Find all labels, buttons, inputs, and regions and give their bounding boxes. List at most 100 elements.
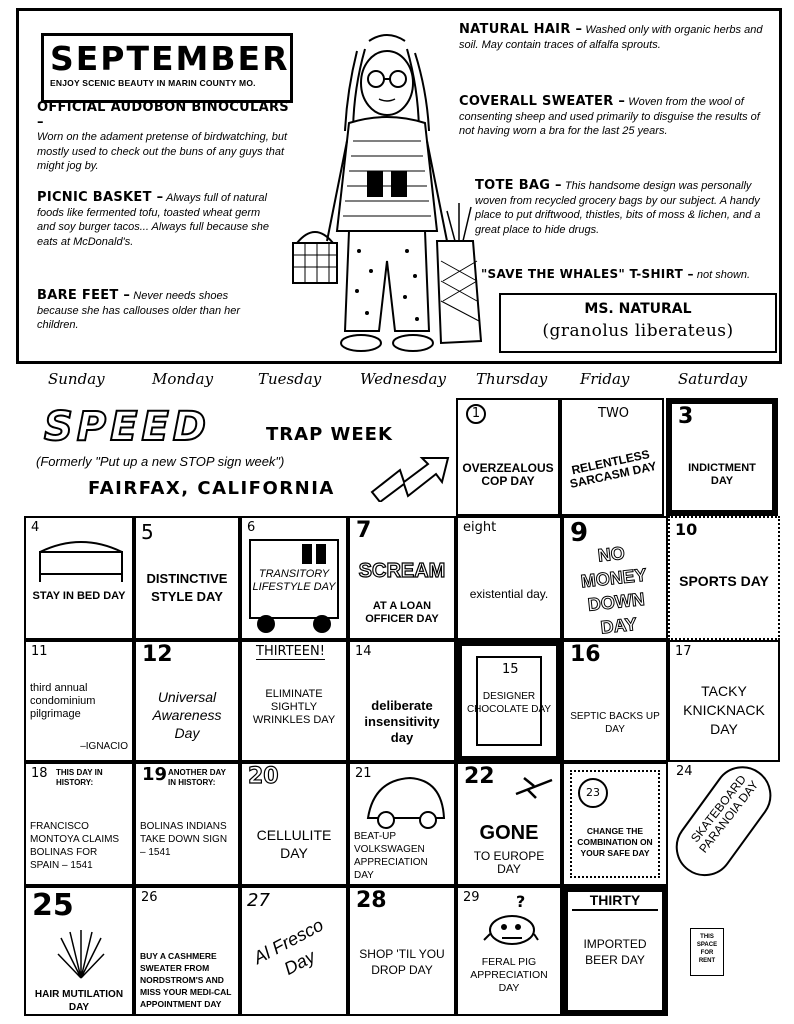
day-label: RELENTLESS SARCASM DAY [568,447,658,491]
day-cell-17[interactable]: 17 TACKY KNICKNACK DAY [668,640,780,762]
note-tote-heading: TOTE BAG – [475,178,562,193]
day-cell-5[interactable]: 5 DISTINCTIVE STYLE DAY [134,516,240,640]
day-label: FRANCISCO MONTOYA CLAIMS BOLINAS FOR SPA… [30,821,120,871]
day-cell-20[interactable]: 20 CELLULITE DAY [240,762,348,886]
day-history-note: THIS DAY IN HISTORY: [56,768,103,787]
day-cell-23[interactable]: 23 CHANGE THE COMBINATION ON YOUR SAFE D… [562,762,668,886]
day-cell-11[interactable]: 11 third annual condominium pilgrimage –… [24,640,134,762]
day-cell-28[interactable]: 28 SHOP 'TIL YOU DROP DAY [348,886,456,1016]
day-cell-26[interactable]: 26 BUY A CASHMERE SWEATER FROM NORDSTROM… [134,886,240,1016]
species-label: MS. NATURAL (granolus liberateus) [499,293,777,353]
skateboard-icon [675,766,772,877]
month-title: SEPTEMBER [50,39,290,78]
safe-door-frame [570,770,660,878]
bed-icon [39,541,123,582]
day-cell-15[interactable]: 15 DESIGNER CHOCOLATE DAY [456,640,562,762]
day-number: 7 [356,518,372,543]
day-cell-22[interactable]: 22 GONE TO EUROPE DAY [456,762,562,886]
day-number: 26 [141,890,158,905]
day-cell-7[interactable]: 7 SCREAM AT A LOAN OFFICER DAY [348,516,456,640]
day-cell-16[interactable]: 16 SEPTIC BACKS UP DAY [562,640,668,762]
weekday-wednesday: Wednesday [360,370,446,388]
day-number: 12 [142,642,173,667]
day-cell-27[interactable]: 27 Al Fresco Day [240,886,348,1016]
day-cell-4[interactable]: 4 STAY IN BED DAY [24,516,134,640]
glasses-icon [367,70,385,88]
day-label: STAY IN BED DAY [32,590,126,602]
day-signature: –IGNACIO [80,741,128,752]
day-label: SHOP 'TIL YOU DROP DAY [359,947,445,977]
zigzag-arrow-icon [370,457,450,502]
note-binoculars-heading: OFFICIAL AUDOBON BINOCULARS – [37,100,289,130]
rent-label: THIS SPACE FOR RENT [696,934,718,964]
day-label: FERAL PIG APPRECIATION DAY [470,956,548,994]
day-cell-2[interactable]: TWO RELENTLESS SARCASM DAY [560,398,664,516]
day-number: 1 [466,404,486,424]
day-number: 4 [31,520,40,535]
day-number: 18 [31,766,48,781]
species-common-name: MS. NATURAL [584,301,692,317]
day-label: HAIR MUTILATION DAY [34,989,124,1013]
day-cell-8[interactable]: eight existential day. [456,516,562,640]
day-big-word: SCREAM [358,559,446,582]
speed-trap-banner: SPEED TRAP WEEK (Formerly "Put up a new … [30,400,450,510]
day-label: CHANGE THE COMBINATION ON YOUR SAFE DAY [577,826,653,858]
day-number: 28 [356,888,387,913]
note-tshirt-heading: "SAVE THE WHALES" T-SHIRT – [481,267,694,281]
trap-week-title: TRAP WEEK [266,424,393,445]
day-label: deliberate insensitivity day [364,698,440,745]
day-cell-13[interactable]: THIRTEEN! ELIMINATE SIGHTLY WRINKLES DAY [240,640,348,762]
note-coverall-sweater: COVERALL SWEATER – Woven from the wool o… [459,94,769,139]
day-cell-14[interactable]: 14 deliberate insensitivity day [348,640,456,762]
note-hair-text: Washed only with organic herbs and soil.… [459,24,763,51]
bare-feet-icon [340,334,382,352]
day-cell-21[interactable]: 21 BEAT-UP VOLKSWAGEN APPRECIATION DAY [348,762,456,886]
binoculars-icon [367,171,383,197]
volkswagen-icon [366,776,446,829]
day-number: 15 [502,662,519,677]
day-cell-24[interactable]: 24 SKATEBOARD PARANOIA DAY [668,762,780,886]
species-latin-name: (granolus liberateus) [542,321,734,341]
weekday-header: Sunday Monday Tuesday Wednesday Thursday… [40,370,780,394]
day-number: 5 [141,520,154,544]
day-cell-1[interactable]: 1 OVERZEALOUS COP DAY [456,398,560,516]
speed-title: SPEED [43,403,210,451]
day-number: 10 [675,520,698,539]
day-label: DESIGNER CHOCOLATE DAY [466,691,552,715]
face-icon [360,50,414,116]
day-label: IMPORTED BEER DAY [583,937,647,967]
day-label: ELIMINATE SIGHTLY WRINKLES DAY [252,688,336,726]
day-number: 20 [247,764,279,790]
note-sweater-heading: COVERALL SWEATER – [459,94,626,109]
weekday-monday: Monday [152,370,214,388]
note-hair-heading: NATURAL HAIR – [459,22,583,37]
day-cell-18[interactable]: 18 THIS DAY IN HISTORY: FRANCISCO MONTOY… [24,762,134,886]
ms-natural-panel: SEPTEMBER ENJOY SCENIC BEAUTY IN MARIN C… [16,8,782,364]
note-binoculars: OFFICIAL AUDOBON BINOCULARS – Worn on th… [37,100,299,174]
day-number: 27 [247,890,270,911]
weekday-saturday: Saturday [678,370,748,388]
day-number: eight [463,520,497,535]
hair-icon [344,34,430,136]
day-number: 24 [676,764,693,779]
weekday-tuesday: Tuesday [258,370,322,388]
day-cell-9[interactable]: 9 NO MONEY DOWN DAY [562,516,668,640]
day-number: TWO [598,406,630,421]
day-cell-25[interactable]: 25 HAIR MUTILATION DAY [24,886,134,1016]
feral-pig-icon [483,915,539,945]
day-cell-30[interactable]: THIRTY IMPORTED BEER DAY [562,886,668,1016]
day-number: 21 [355,766,372,781]
note-feet-heading: BARE FEET – [37,288,131,303]
airplane-icon [515,777,553,799]
ms-natural-illustration [292,34,483,352]
day-number: 3 [678,404,694,429]
day-cell-12[interactable]: 12 Universal Awareness Day [134,640,240,762]
day-cell-3[interactable]: 3 INDICTMENT DAY [666,398,778,516]
day-cell-6[interactable]: 6 TRANSITORY LIFESTYLE DAY [240,516,348,640]
day-cell-29[interactable]: 29 ? FERAL PIG APPRECIATION DAY [456,886,562,1016]
day-cell-10[interactable]: 10 SPORTS DAY [668,516,780,640]
day-number: 22 [464,764,495,789]
day-cell-19[interactable]: 19 ANOTHER DAY IN HISTORY: BOLINAS INDIA… [134,762,240,886]
note-tshirt: "SAVE THE WHALES" T-SHIRT – not shown. [481,267,781,283]
